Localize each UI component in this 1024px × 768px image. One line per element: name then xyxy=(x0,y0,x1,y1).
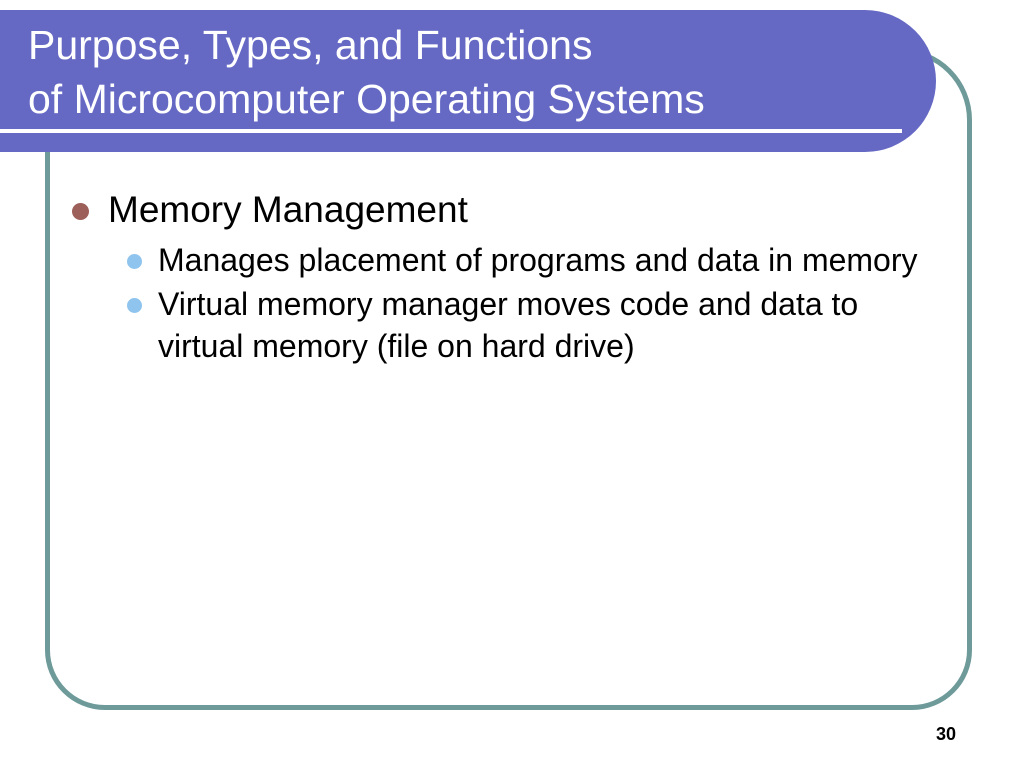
bullet-text: Virtual memory manager moves code and da… xyxy=(158,286,859,364)
page-number: 30 xyxy=(936,724,957,744)
bullet-dot-icon xyxy=(127,254,142,269)
bullet-item-level2: Virtual memory manager moves code and da… xyxy=(127,283,952,367)
bullet-text: Memory Management xyxy=(108,189,468,230)
bullet-item-level2: Manages placement of programs and data i… xyxy=(127,239,952,281)
slide-body: Memory Management Manages placement of p… xyxy=(72,186,952,369)
bullet-text: Manages placement of programs and data i… xyxy=(158,242,918,278)
title-bar: Purpose, Types, and Functions of Microco… xyxy=(0,10,936,152)
bullet-item-level1: Memory Management xyxy=(72,186,952,233)
bullet-dot-icon xyxy=(127,298,142,313)
slide-title: Purpose, Types, and Functions of Microco… xyxy=(28,22,705,122)
title-underline xyxy=(0,129,902,133)
bullet-dot-icon xyxy=(72,203,89,220)
